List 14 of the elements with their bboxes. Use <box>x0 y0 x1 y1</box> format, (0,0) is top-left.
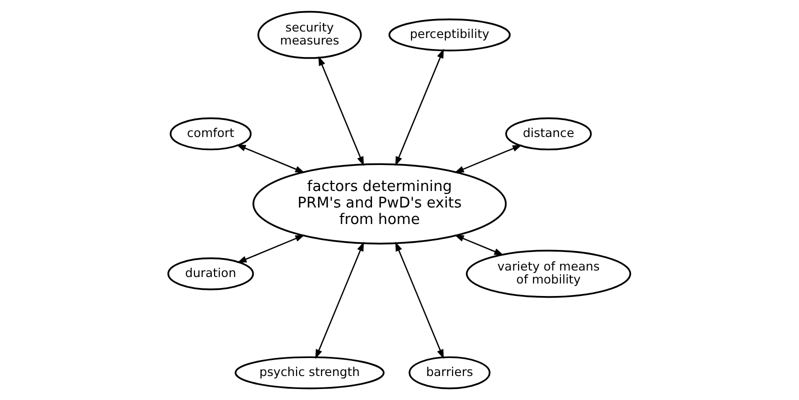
arrow <box>315 242 364 359</box>
arrow <box>395 48 444 166</box>
node-ellipse: psychic strength <box>234 356 385 390</box>
arrow <box>454 234 504 256</box>
arrow <box>454 144 522 173</box>
node-ellipse: factors determining PRM's and PwD's exits from home <box>252 163 507 244</box>
node-ellipse: security measures <box>257 10 362 59</box>
node-ellipse: distance <box>505 117 592 150</box>
node-ellipse: barriers <box>408 356 490 390</box>
arrow <box>318 56 364 166</box>
arrow <box>236 144 305 173</box>
arrow <box>395 242 444 359</box>
node-ellipse: perceptibility <box>388 18 511 52</box>
arrow <box>237 234 305 263</box>
